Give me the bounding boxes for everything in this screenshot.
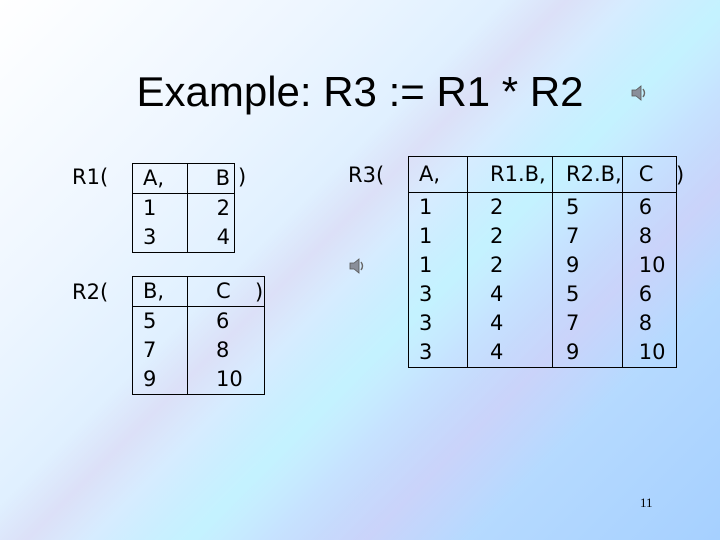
cell: 2 bbox=[467, 222, 553, 251]
page-number: 11 bbox=[640, 495, 653, 510]
header-cell: A, bbox=[132, 163, 188, 194]
cell: 10 bbox=[187, 365, 265, 395]
cell: 3 bbox=[132, 223, 188, 253]
r1-close-paren: ) bbox=[238, 165, 247, 189]
r1-label: R1( bbox=[72, 165, 109, 189]
header-cell: B, bbox=[132, 276, 188, 307]
r2-label: R2( bbox=[72, 280, 109, 304]
cell: 1 bbox=[132, 193, 188, 223]
table-header-row: A, B bbox=[132, 163, 235, 194]
cell: 4 bbox=[467, 338, 553, 368]
header-cell: B bbox=[187, 163, 235, 194]
header-cell: C bbox=[621, 156, 677, 193]
cell: 10 bbox=[621, 338, 677, 368]
cell: 8 bbox=[621, 309, 677, 338]
cell: 5 bbox=[132, 306, 188, 336]
header-cell: C bbox=[187, 276, 265, 307]
header-cell: R2.B, bbox=[552, 156, 623, 193]
cell: 3 bbox=[408, 338, 468, 368]
table-header-row: A, R1.B, R2.B, C bbox=[408, 156, 677, 193]
cell: 1 bbox=[408, 251, 468, 280]
speaker-icon[interactable] bbox=[348, 257, 366, 275]
cell: 6 bbox=[621, 280, 677, 309]
cell: 9 bbox=[132, 365, 188, 395]
cell: 4 bbox=[467, 280, 553, 309]
cell: 5 bbox=[552, 280, 623, 309]
cell: 1 bbox=[408, 222, 468, 251]
cell: 6 bbox=[621, 192, 677, 222]
cell: 3 bbox=[408, 280, 468, 309]
cell: 9 bbox=[552, 338, 623, 368]
cell: 1 bbox=[408, 192, 468, 222]
header-cell: R1.B, bbox=[467, 156, 553, 193]
cell: 5 bbox=[552, 192, 623, 222]
cell: 2 bbox=[467, 192, 553, 222]
table-header-row: B, C bbox=[132, 276, 265, 307]
cell: 7 bbox=[132, 336, 188, 365]
cell: 4 bbox=[187, 223, 235, 253]
cell: 8 bbox=[187, 336, 265, 365]
header-cell: A, bbox=[408, 156, 468, 193]
cell: 9 bbox=[552, 251, 623, 280]
r3-label: R3( bbox=[348, 163, 385, 187]
slide-title: Example: R3 := R1 * R2 bbox=[136, 68, 584, 115]
cell: 7 bbox=[552, 309, 623, 338]
cell: 4 bbox=[467, 309, 553, 338]
cell: 2 bbox=[467, 251, 553, 280]
cell: 6 bbox=[187, 306, 265, 336]
cell: 10 bbox=[621, 251, 677, 280]
cell: 8 bbox=[621, 222, 677, 251]
cell: 3 bbox=[408, 309, 468, 338]
r3-close-paren: ) bbox=[676, 163, 685, 187]
cell: 2 bbox=[187, 193, 235, 223]
speaker-icon[interactable] bbox=[630, 84, 648, 102]
r2-close-paren: ) bbox=[255, 280, 264, 304]
cell: 7 bbox=[552, 222, 623, 251]
